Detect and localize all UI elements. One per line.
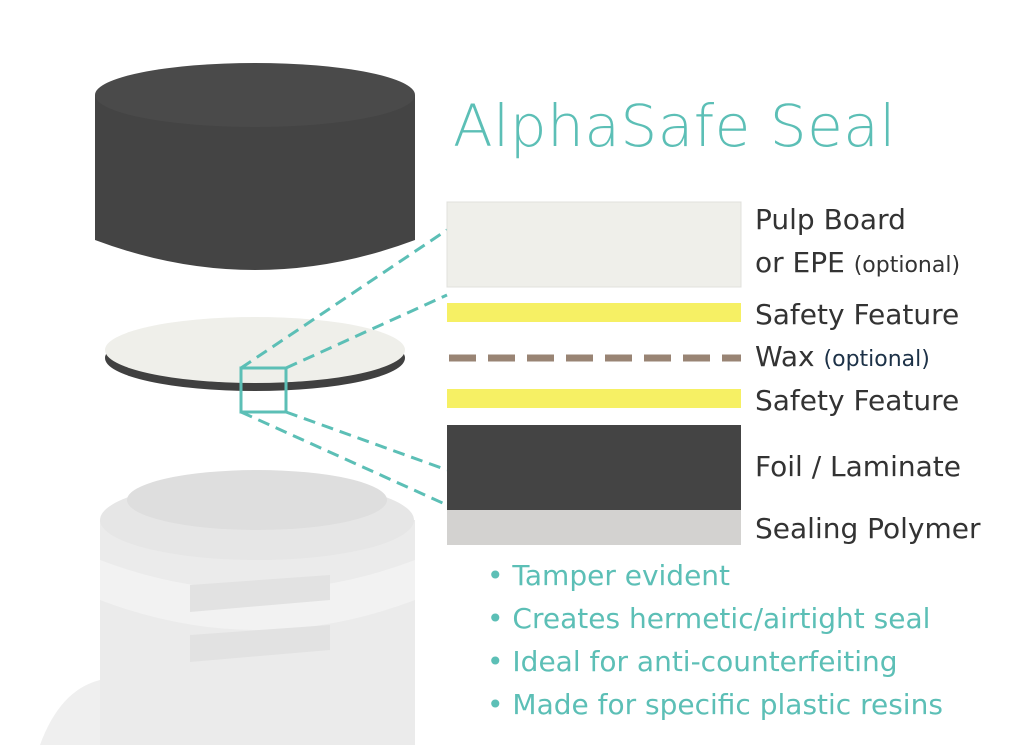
- label-epe: or EPE: [755, 246, 845, 279]
- label-pulp-board: Pulp Board: [755, 203, 906, 236]
- label-safety-feature-1: Safety Feature: [755, 298, 960, 331]
- label-wax: Wax (optional): [755, 340, 930, 373]
- layer-safety-feature-1: [447, 303, 741, 322]
- layer-pulp-board: [446, 201, 742, 288]
- cap: [95, 63, 415, 270]
- label-foil-laminate: Foil / Laminate: [755, 450, 961, 483]
- optional-note: (optional): [853, 253, 961, 278]
- seal-disc: [105, 317, 405, 391]
- layer-foil: [447, 425, 741, 510]
- bullet: • Ideal for anti-counterfeiting: [487, 645, 898, 678]
- label-sealing-polymer: Sealing Polymer: [755, 512, 981, 545]
- optional-note: (optional): [823, 347, 930, 372]
- bullet: • Made for specific plastic resins: [487, 688, 943, 721]
- bullet: • Creates hermetic/airtight seal: [487, 602, 931, 635]
- layer-sealing-polymer: [447, 510, 741, 545]
- label-or-epe: or EPE (optional): [755, 246, 960, 279]
- label-wax-text: Wax: [755, 340, 815, 373]
- bullet: • Tamper evident: [487, 559, 731, 592]
- layer-safety-feature-2: [447, 389, 741, 408]
- label-safety-feature-2: Safety Feature: [755, 384, 960, 417]
- bottle: [40, 470, 415, 745]
- title: AlphaSafe Seal: [453, 92, 896, 160]
- zoom-callout: [239, 228, 448, 507]
